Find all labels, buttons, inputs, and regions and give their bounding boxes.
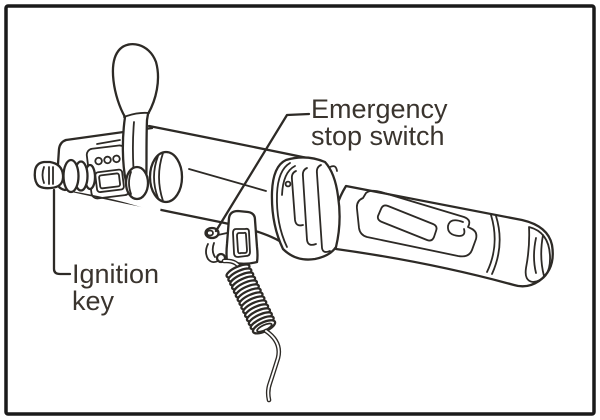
grip-pattern-slot	[376, 204, 438, 242]
leader-line-ignition	[52, 188, 72, 276]
lever-pivot-boss	[148, 150, 184, 204]
indicator-light-icon	[94, 156, 103, 166]
throttle-collar	[270, 156, 341, 261]
ignition-key	[33, 158, 97, 194]
lanyard-coil	[225, 263, 277, 335]
grip-pattern-hook	[447, 219, 466, 237]
emergency-stop-switch	[204, 209, 259, 265]
grip-pattern-outline	[355, 189, 478, 258]
label-line: stop switch	[311, 121, 445, 151]
label-line: Emergency	[311, 94, 448, 124]
label-line: Ignition	[72, 259, 160, 289]
figure-border	[4, 4, 596, 416]
display-window	[94, 168, 125, 193]
lever-grommet	[124, 165, 150, 201]
indicator-light-icon	[103, 155, 112, 165]
lanyard-cord-tail	[263, 328, 282, 403]
lanyard-clip	[205, 242, 227, 264]
indicator-light-icon	[112, 154, 121, 164]
emergency-stop-switch-label: Emergency stop switch	[311, 96, 448, 150]
ignition-key-label: Ignition key	[72, 261, 159, 315]
grip-end-cap	[524, 226, 551, 283]
handle-grip	[332, 184, 554, 288]
label-line: key	[72, 286, 115, 316]
leader-line-emergency	[214, 112, 311, 233]
